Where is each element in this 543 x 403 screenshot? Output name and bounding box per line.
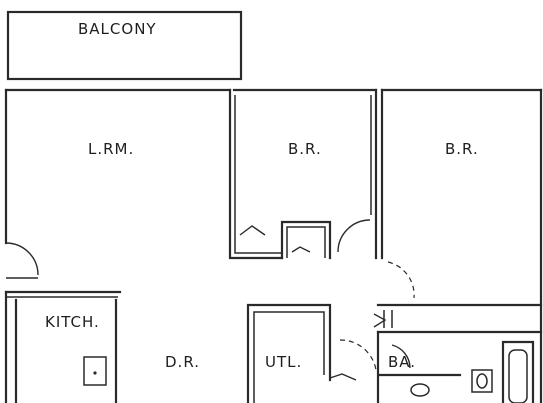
bath-door-swing [339,339,377,371]
vanity [471,369,493,393]
entry-door-swing [5,242,39,276]
bathtub [501,340,535,403]
closet-pocket [280,220,332,260]
kitchen-label: KITCH. [45,313,100,331]
kitchen-sink-drain [93,371,97,375]
hall-shelf [383,310,393,328]
balcony-outline [6,10,243,81]
living-room-label: L.RM. [88,140,135,158]
vanity-basin [476,373,488,389]
utility-label: UTL. [265,353,303,371]
bedroom-2-label: B.R. [445,140,479,158]
closet-door-1 [239,225,266,236]
bath-label: BA. [388,353,417,371]
utility-walls [246,303,332,403]
utility-inner [253,311,325,403]
bathtub-inner [508,349,528,403]
toilet [410,383,430,397]
bath-door-swing-2 [391,344,411,369]
bedroom-2-door-swing [387,261,415,299]
bedroom-1-label: B.R. [288,140,322,158]
utility-door [329,373,357,381]
dining-room-label: D.R. [165,353,200,371]
closet-pocket-inner [286,226,326,258]
kitchen-sink [83,356,107,386]
linen-door [373,313,387,328]
bedroom-1-inner-wall [234,95,282,254]
bedroom-1-door-swing [337,219,371,253]
closet-door-2 [291,246,311,253]
bath-walls [376,330,462,403]
balcony-label: BALCONY [78,20,157,38]
bedroom-1-left-wall [228,88,284,260]
